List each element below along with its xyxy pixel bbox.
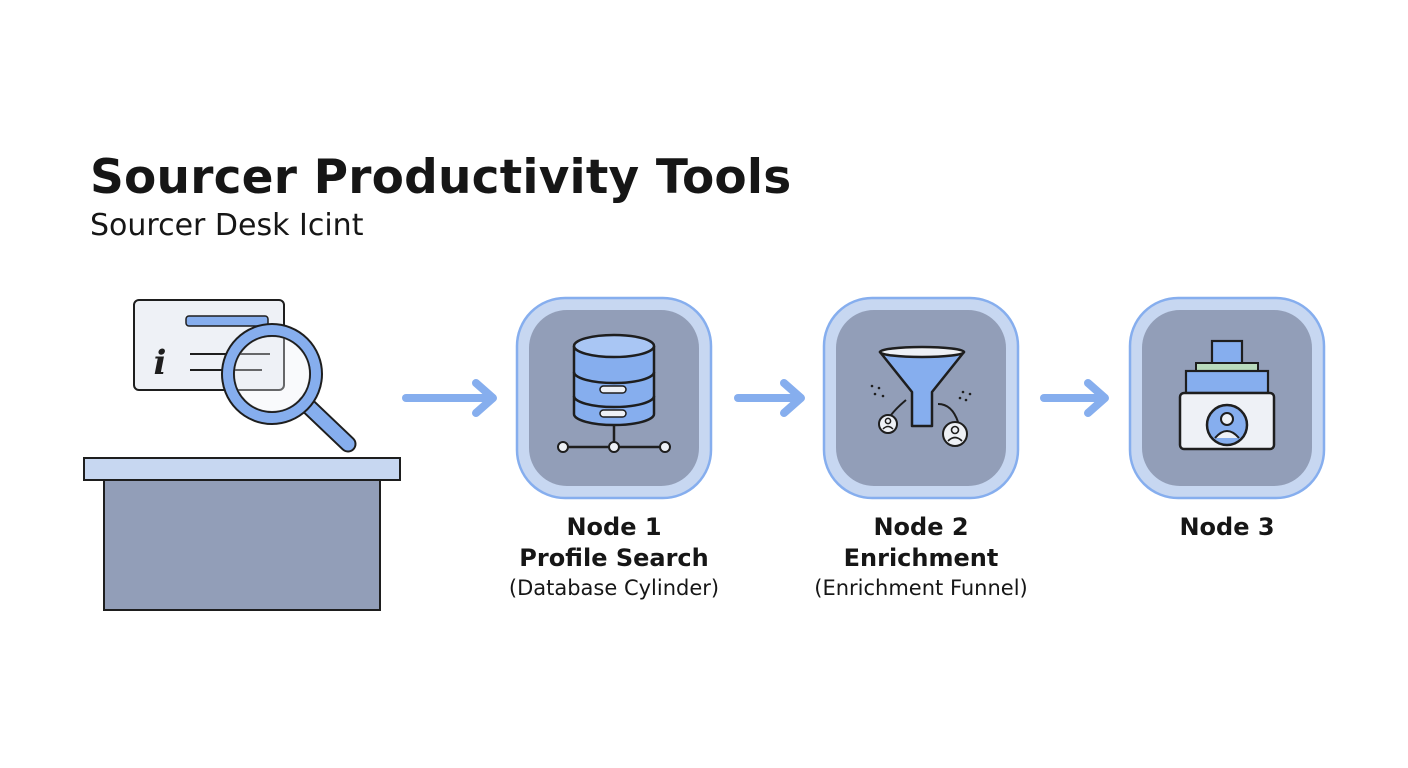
node-1-number: Node 1 xyxy=(566,513,662,541)
sourcer-desk-illustration: i xyxy=(83,299,401,611)
magnifier-icon xyxy=(221,323,357,453)
node-1-label: Node 1 Profile Search (Database Cylinder… xyxy=(484,512,744,603)
info-glyph: i xyxy=(154,343,167,383)
node-2-tile xyxy=(822,296,1020,500)
flow-arrow-3 xyxy=(1040,379,1109,417)
node-2-number: Node 2 xyxy=(873,513,969,541)
node-1-tile xyxy=(515,296,713,500)
flow-arrow-1 xyxy=(402,379,497,417)
desk-body xyxy=(103,477,381,611)
node-2-caption: (Enrichment Funnel) xyxy=(814,576,1028,600)
database-cylinder-icon xyxy=(557,333,671,453)
node-3-tile xyxy=(1128,296,1326,500)
node-1-name: Profile Search xyxy=(519,544,709,572)
flow-arrow-2 xyxy=(734,379,805,417)
node-1-caption: (Database Cylinder) xyxy=(508,576,720,600)
node-3-label: Node 3 xyxy=(1097,512,1357,543)
node-2-label: Node 2 Enrichment (Enrichment Funnel) xyxy=(791,512,1051,603)
desk-top xyxy=(83,457,401,481)
enrichment-funnel-icon xyxy=(870,345,972,447)
page-subtitle: Sourcer Desk Icint xyxy=(90,208,364,243)
node-2-name: Enrichment xyxy=(843,544,999,572)
profile-card-stack-icon xyxy=(1178,339,1276,451)
page-title: Sourcer Productivity Tools xyxy=(90,150,792,205)
node-3-number: Node 3 xyxy=(1179,513,1275,541)
